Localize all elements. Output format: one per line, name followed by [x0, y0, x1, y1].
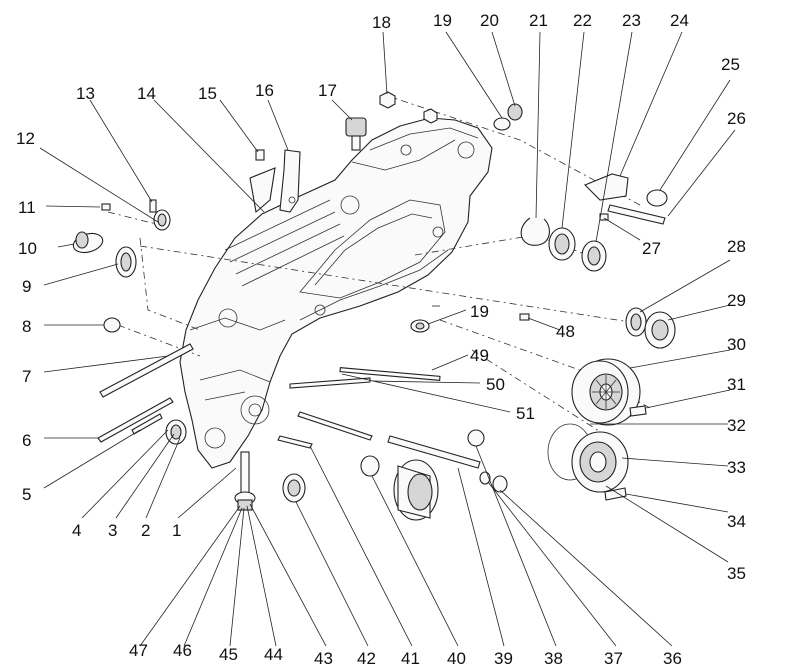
label-8: 8 — [22, 317, 31, 336]
label-29: 29 — [727, 291, 746, 310]
label-43: 43 — [314, 649, 333, 668]
left-parts — [72, 149, 301, 445]
label-36: 36 — [663, 649, 682, 668]
label-49: 49 — [470, 346, 489, 365]
label-23: 23 — [622, 11, 641, 30]
label-13: 13 — [76, 84, 95, 103]
label-42: 42 — [357, 649, 376, 668]
label-44: 44 — [264, 645, 283, 664]
label-45: 45 — [219, 645, 238, 664]
part-labels: 1 2 3 4 5 6 7 8 9 10 11 12 13 14 15 16 1… — [16, 11, 746, 668]
label-38: 38 — [544, 649, 563, 668]
label-47: 47 — [129, 641, 148, 660]
leader-lines — [39, 31, 736, 647]
label-1: 1 — [172, 521, 181, 540]
label-2: 2 — [141, 521, 150, 540]
label-18: 18 — [372, 13, 391, 32]
label-21: 21 — [529, 11, 548, 30]
label-16: 16 — [255, 81, 274, 100]
label-11: 11 — [18, 198, 36, 217]
label-30: 30 — [727, 335, 746, 354]
label-6: 6 — [22, 431, 31, 450]
label-35: 35 — [727, 564, 746, 583]
label-50: 50 — [486, 375, 505, 394]
right-parts — [234, 307, 676, 521]
label-39: 39 — [494, 649, 513, 668]
label-34: 34 — [727, 512, 746, 531]
label-15: 15 — [198, 84, 217, 103]
label-22: 22 — [573, 11, 592, 30]
label-4: 4 — [72, 521, 81, 540]
label-19-top: 19 — [433, 11, 452, 30]
label-46: 46 — [173, 641, 192, 660]
label-12: 12 — [16, 129, 35, 148]
label-37: 37 — [604, 649, 623, 668]
label-10: 10 — [18, 239, 37, 258]
crankcase-housing — [179, 117, 493, 469]
label-25: 25 — [721, 55, 740, 74]
label-20: 20 — [480, 11, 499, 30]
label-26: 26 — [727, 109, 746, 128]
label-32: 32 — [727, 416, 746, 435]
label-14: 14 — [137, 84, 156, 103]
label-3: 3 — [108, 521, 117, 540]
label-17: 17 — [318, 81, 337, 100]
label-40: 40 — [447, 649, 466, 668]
label-41: 41 — [401, 649, 420, 668]
label-7: 7 — [22, 367, 31, 386]
label-19-lower: 19 — [470, 302, 489, 321]
label-27: 27 — [642, 239, 661, 258]
label-28: 28 — [727, 237, 746, 256]
label-5: 5 — [22, 485, 31, 504]
label-48: 48 — [556, 322, 575, 341]
label-51: 51 — [516, 404, 535, 423]
label-31: 31 — [727, 375, 746, 394]
label-9: 9 — [22, 277, 31, 296]
label-33: 33 — [727, 458, 746, 477]
top-parts — [345, 91, 668, 321]
label-24: 24 — [670, 11, 689, 30]
